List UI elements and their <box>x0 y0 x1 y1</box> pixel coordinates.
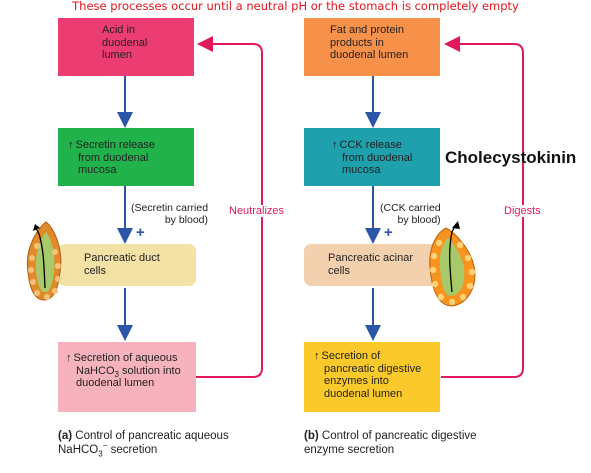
caption-b: (b) Control of pancreatic digestive enzy… <box>304 430 477 457</box>
caption-a: (a) Control of pancreatic aqueous NaHCO3… <box>58 430 229 457</box>
box-secretin-release: ↑Secretin release from duodenal mucosa <box>58 128 194 186</box>
note-cck-carried-by-blood: (CCK carried by blood) <box>380 202 441 226</box>
box-secretion-b-line3: enzymes into <box>324 375 389 387</box>
caption-a-line1: Control of pancreatic aqueous <box>72 430 229 442</box>
label-neutralizes: Neutralizes <box>227 205 287 217</box>
increase-arrow-icon: ↑ <box>332 139 338 151</box>
increase-arrow-icon: ↑ <box>68 139 74 151</box>
box-duct-line2: cells <box>84 264 107 277</box>
note-cck-line2: by blood) <box>397 214 441 226</box>
box-acinar-line1: Pancreatic acinar <box>328 252 413 264</box>
cck-full-name: Cholecystokinin <box>445 148 577 167</box>
box-secretion-a-line2b: 3 <box>114 369 119 379</box>
label-digests: Digests <box>502 205 543 217</box>
caption-a-line2a: NaHCO <box>58 443 99 456</box>
note-secretin-line1: (Secretin carried <box>131 202 209 214</box>
box-secretion-a-line1: Secretion of aqueous <box>73 352 178 364</box>
box-acid-line1: Acid in <box>102 24 136 36</box>
box-fat-line1: Fat and protein <box>330 24 404 36</box>
caption-a-tag: (a) <box>58 430 73 442</box>
note-cck-line1: (CCK carried <box>380 202 441 214</box>
box-cck-line3: mucosa <box>342 164 381 176</box>
plus-stimulates-a: + <box>136 224 145 241</box>
box-secretin-line2: from duodenal <box>78 151 149 164</box>
banner-note: These processes occur until a neutral pH… <box>72 0 519 13</box>
box-secretion-a-line2c: solution into <box>118 364 181 377</box>
box-secretion-b-line4: duodenal lumen <box>324 387 403 400</box>
box-secretin-line3: mucosa <box>78 164 117 176</box>
box-acid-in-duodenal-lumen: Acid in duodenal lumen <box>58 18 194 76</box>
box-secretion-b-line1: Secretion of <box>321 350 381 362</box>
caption-a-line2c: − <box>102 440 108 450</box>
caption-a-line2b: 3 <box>98 448 103 458</box>
box-fat-line2: products in <box>330 36 384 49</box>
box-secretion-b-line2: pancreatic digestive <box>324 362 422 375</box>
increase-arrow-icon: ↑ <box>314 350 320 362</box>
box-secretin-line1: Secretin release <box>75 139 156 151</box>
box-duct-line1: Pancreatic duct <box>84 252 160 264</box>
caption-b-line2: enzyme secretion <box>304 443 395 456</box>
caption-a-line2d: secretion <box>107 443 158 456</box>
box-fat-line3: duodenal lumen <box>330 49 409 61</box>
box-cck-line1: CCK release <box>339 139 402 151</box>
box-cck-line2: from duodenal <box>342 151 413 164</box>
box-cck-release: ↑CCK release from duodenal mucosa <box>304 128 440 186</box>
box-fat-and-protein-products: Fat and protein products in duodenal lum… <box>304 18 440 76</box>
increase-arrow-icon: ↑ <box>66 352 72 364</box>
box-acid-line2: duodenal <box>102 36 148 49</box>
note-secretin-carried-by-blood: (Secretin carried by blood) <box>131 202 208 226</box>
box-pancreatic-duct-cells: Pancreatic duct cells <box>58 244 196 286</box>
box-secretion-digestive-enzymes: ↑Secretion of pancreatic digestive enzym… <box>304 342 440 412</box>
note-secretin-line2: by blood) <box>164 214 209 226</box>
plus-stimulates-b: + <box>384 224 393 241</box>
box-secretion-a-line3: duodenal lumen <box>76 377 155 389</box>
box-secretion-a-line2a: NaHCO <box>76 364 115 377</box>
caption-b-tag: (b) <box>304 430 319 442</box>
box-pancreatic-acinar-cells: Pancreatic acinar cells <box>304 244 442 286</box>
box-acid-line3: lumen <box>102 49 132 61</box>
box-secretion-aqueous-nahco3: ↑Secretion of aqueous NaHCO3 solution in… <box>58 342 196 412</box>
caption-b-line1: Control of pancreatic digestive <box>318 430 477 442</box>
box-acinar-line2: cells <box>328 264 351 277</box>
